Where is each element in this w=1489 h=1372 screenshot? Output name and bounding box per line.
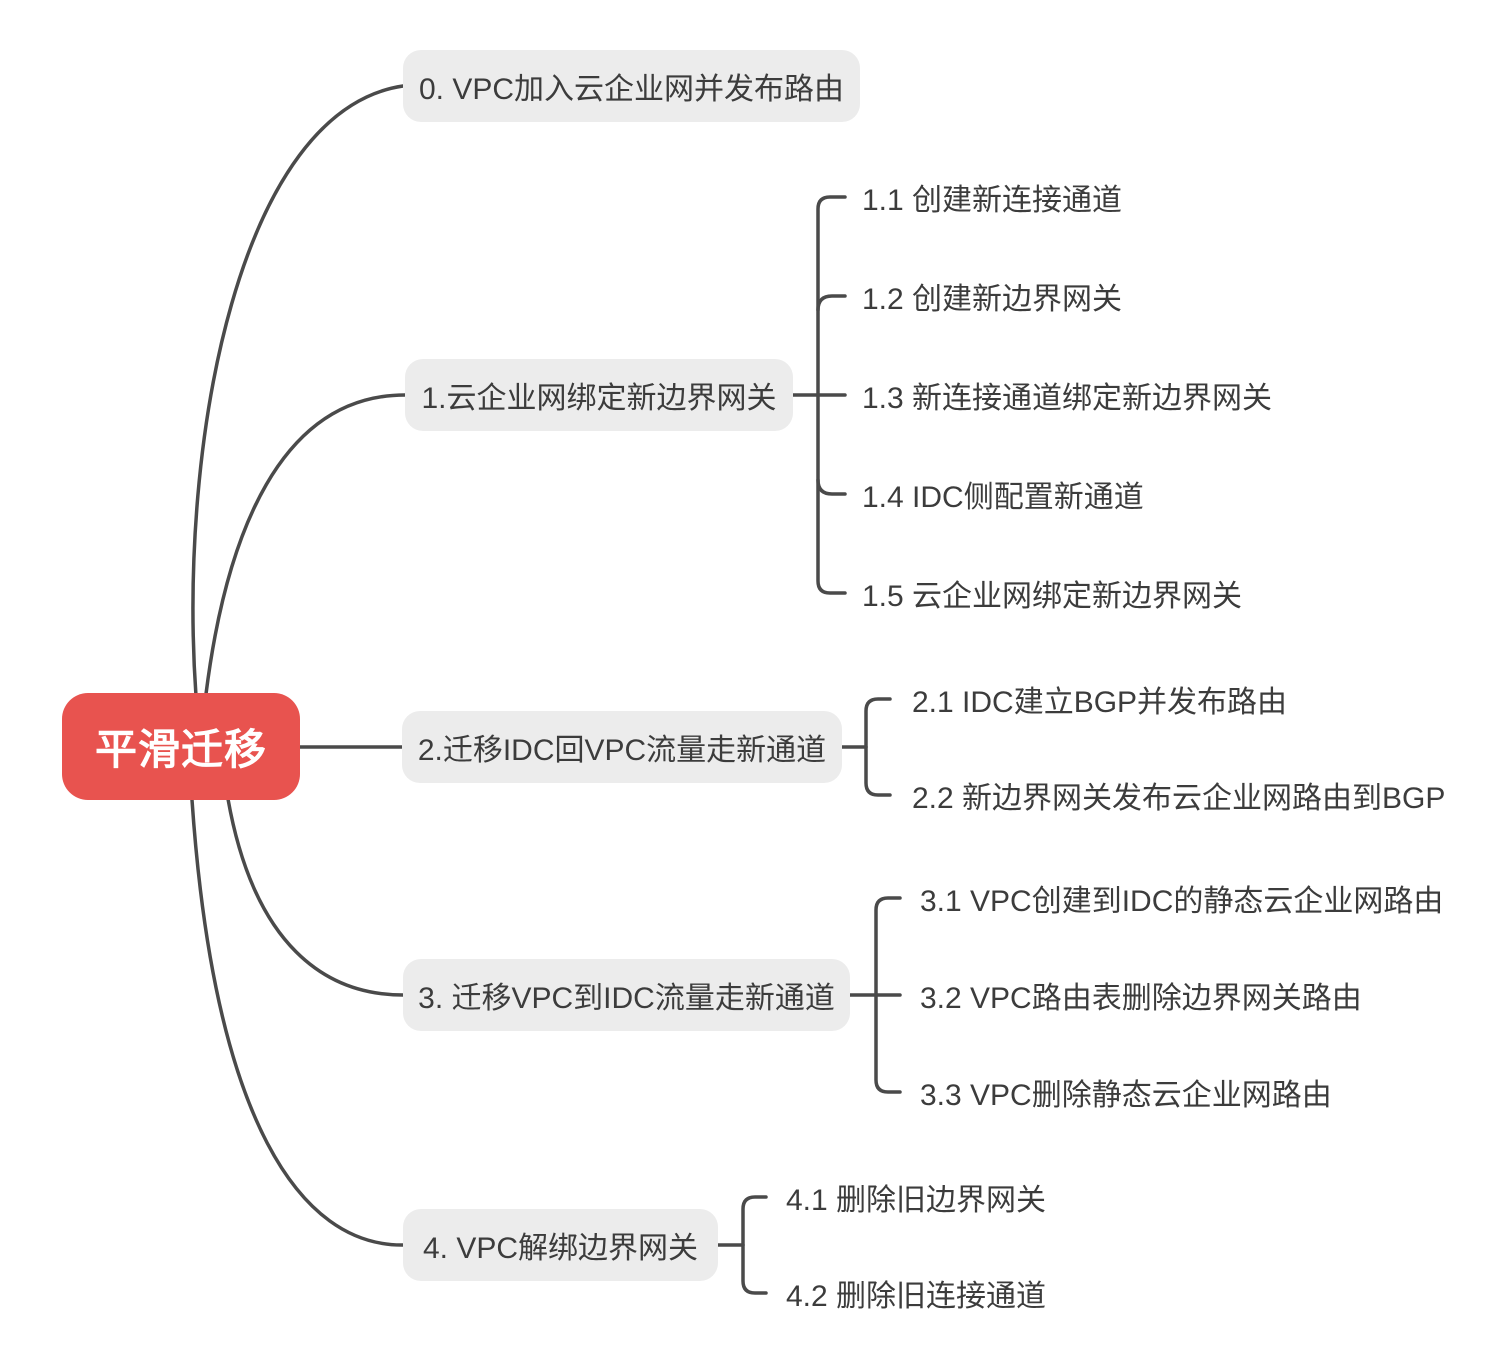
child-node-1-2[interactable]: 1.2 创建新边界网关 — [862, 283, 1123, 316]
connector-root-branch1 — [204, 393, 407, 696]
child-node-1-1[interactable]: 1.1 创建新连接通道 — [862, 184, 1123, 217]
connector-branch4-spine — [741, 1195, 768, 1295]
connector-branch1-child2-elbow — [816, 294, 847, 312]
branch-node-3[interactable]: 3. 迁移VPC到IDC流量走新通道 — [403, 959, 850, 1031]
child-node-3-3[interactable]: 3.3 VPC删除静态云企业网路由 — [920, 1079, 1332, 1112]
child-node-1-3[interactable]: 1.3 新连接通道绑定新边界网关 — [862, 382, 1273, 415]
child-node-4-1[interactable]: 4.1 删除旧边界网关 — [786, 1184, 1047, 1217]
branch-node-0[interactable]: 0. VPC加入云企业网并发布路由 — [403, 50, 860, 122]
connector-branch2-spine — [864, 697, 892, 797]
connector-root-branch0 — [191, 84, 405, 698]
child-node-2-2[interactable]: 2.2 新边界网关发布云企业网路由到BGP — [912, 782, 1446, 815]
child-node-1-4[interactable]: 1.4 IDC侧配置新通道 — [862, 481, 1144, 514]
root-node[interactable]: 平滑迁移 — [62, 693, 300, 800]
child-node-3-2[interactable]: 3.2 VPC路由表删除边界网关路由 — [920, 982, 1362, 1015]
child-node-2-1[interactable]: 2.1 IDC建立BGP并发布路由 — [912, 686, 1288, 719]
connector-root-branch3 — [226, 797, 405, 997]
connector-root-branch4 — [190, 798, 405, 1247]
branch-node-4[interactable]: 4. VPC解绑边界网关 — [403, 1209, 718, 1281]
child-node-1-5[interactable]: 1.5 云企业网绑定新边界网关 — [862, 580, 1243, 613]
child-node-4-2[interactable]: 4.2 删除旧连接通道 — [786, 1280, 1047, 1313]
branch-node-2[interactable]: 2.迁移IDC回VPC流量走新通道 — [402, 711, 842, 783]
connector-branch3-spine — [874, 896, 902, 1094]
child-node-3-1[interactable]: 3.1 VPC创建到IDC的静态云企业网路由 — [920, 885, 1444, 918]
connector-branch1-spine — [816, 195, 847, 595]
connector-branch1-child4-elbow — [816, 478, 847, 496]
branch-node-1[interactable]: 1.云企业网绑定新边界网关 — [405, 359, 793, 431]
